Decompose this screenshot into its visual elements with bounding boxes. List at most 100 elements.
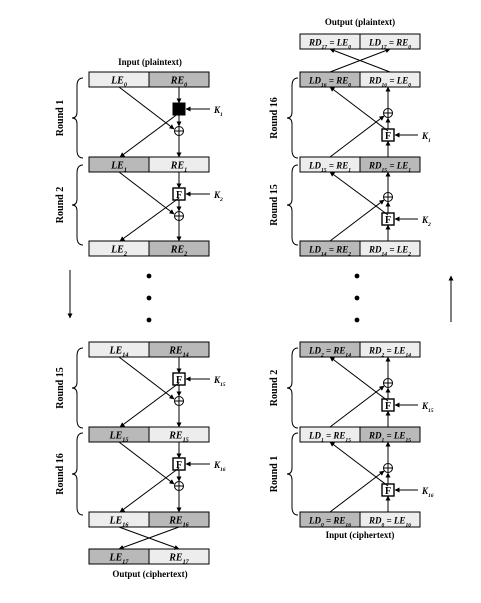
text-part: LD: [308, 516, 321, 526]
text-part: = RE: [324, 431, 346, 441]
text-part: = RE: [327, 76, 349, 86]
dec-row1-left-label: LD16 = RE0: [308, 76, 351, 89]
ellipsis-dot: [354, 273, 360, 279]
subscript: 17: [122, 559, 129, 566]
dec-row5-left-label: LD1 = RE15: [308, 431, 351, 444]
subscript: 14: [345, 353, 351, 359]
text-part: RE: [170, 245, 185, 256]
ellipsis-dot: [146, 295, 152, 301]
subscript: 15: [183, 437, 189, 444]
enc-round2-right-to-left: [119, 197, 180, 242]
enc-round1-key: K1: [213, 105, 223, 118]
text-part: = RE: [324, 346, 346, 356]
enc-row3-left-label: LE14: [109, 346, 129, 359]
subscript: 16: [122, 522, 129, 529]
dec-round1-right-to-left: [329, 441, 389, 487]
text-part: RE: [168, 553, 183, 564]
brace-enc-r15: [71, 347, 84, 429]
text-part: LD: [308, 76, 321, 86]
text-part: RD: [368, 516, 382, 526]
brace-dec-r2: [286, 347, 299, 429]
subscript: 15: [220, 382, 226, 388]
ellipsis-dot: [354, 295, 360, 301]
text-part: LD: [308, 431, 321, 441]
dec-round2-key: K15: [421, 401, 434, 414]
dec-round1-label: Round 1: [269, 456, 280, 492]
text-part: RE: [170, 76, 185, 87]
dec-row3-right: [359, 240, 421, 257]
text-part: = LE: [384, 346, 405, 356]
dec-row6-left-label: LD0 = RE16: [308, 516, 351, 529]
text-part: RD: [368, 161, 382, 171]
subscript: 14: [122, 352, 128, 359]
subscript: 16: [428, 493, 434, 499]
subscript: 0: [184, 82, 187, 89]
subscript: 16: [345, 523, 351, 529]
subscript: 15: [321, 168, 327, 174]
text-part: K: [421, 401, 429, 411]
dec-row6-right-label: RD0 = LE16: [368, 516, 411, 529]
text-part: RD: [308, 38, 322, 48]
subscript: 1: [428, 138, 431, 144]
enc-round15-right-to-left: [119, 382, 180, 428]
enc-round16-left-to-xor: [118, 441, 175, 485]
text-part: LE: [109, 553, 123, 564]
text-part: K: [213, 190, 221, 200]
dec-round15-key: K2: [421, 215, 431, 228]
subscript: 15: [345, 438, 351, 444]
enc-row1-right-label: RE1: [170, 161, 187, 174]
text-part: K: [213, 375, 221, 385]
enc-round2-left-to-xor: [118, 171, 175, 215]
text-part: LE: [109, 431, 123, 442]
text-part: LE: [110, 76, 124, 87]
dec-row0-left-label: RD17 = LE0: [308, 38, 351, 51]
enc-row0-left-label: LE0: [110, 76, 127, 89]
subscript: 15: [405, 438, 411, 444]
output-ciphertext-label: Output (ciphertext): [112, 569, 187, 579]
dec-round1-key: K16: [421, 486, 434, 499]
dec-row3-left-label: LD14 = RE2: [308, 245, 351, 258]
text-part: LD: [308, 161, 321, 171]
text-part: RD: [368, 245, 382, 255]
enc-round1-right-to-left: [119, 112, 180, 158]
subscript: 0: [348, 45, 351, 51]
text-part: LE: [110, 245, 124, 256]
subscript: 14: [321, 252, 327, 258]
dec-row4-right-label: RD2 = LE14: [368, 346, 411, 359]
enc-round16-label: Round 16: [55, 453, 66, 494]
dec-round16-left-to-xor: [329, 115, 385, 158]
dec-row5-right-label: RD1 = LE15: [368, 431, 411, 444]
enc-round1-label: Round 1: [55, 100, 66, 136]
text-part: RE: [168, 431, 183, 442]
subscript: 2: [427, 222, 431, 228]
text-part: LE: [109, 346, 123, 357]
enc-row5-right-label: RE16: [168, 516, 189, 529]
output-plaintext-label: Output (plaintext): [325, 17, 395, 27]
dec-round15-right-to-left: [329, 171, 389, 216]
dec-row2-right-label: RD15 = LE1: [368, 161, 411, 174]
text-part: LE: [109, 516, 123, 527]
dec-row1-right-label: RD16 = LE0: [368, 76, 411, 89]
f-function-label: F: [385, 215, 391, 226]
subscript: 2: [407, 252, 411, 258]
f-function-label: F: [176, 460, 182, 471]
dec-round16-label: Round 16: [269, 97, 280, 138]
subscript: 15: [428, 408, 434, 414]
text-part: = RE: [327, 245, 349, 255]
text-part: = RE: [327, 161, 349, 171]
subscript: 16: [382, 83, 388, 89]
enc-row3-right-label: RE14: [168, 346, 189, 359]
enc-round15-label: Round 15: [55, 367, 66, 408]
text-part: LE: [110, 161, 124, 172]
text-part: LD: [308, 346, 321, 356]
brace-dec-r16: [286, 77, 299, 159]
enc-round15-key: K15: [213, 375, 226, 388]
subscript: 1: [220, 112, 223, 118]
enc-swap: [118, 526, 180, 550]
text-part: = RE: [387, 38, 409, 48]
f-function-label: F: [176, 375, 182, 386]
dec-row3-right-label: RD14 = LE2: [368, 245, 411, 258]
subscript: 2: [347, 252, 351, 258]
subscript: 2: [381, 353, 385, 359]
text-part: K: [421, 131, 429, 141]
